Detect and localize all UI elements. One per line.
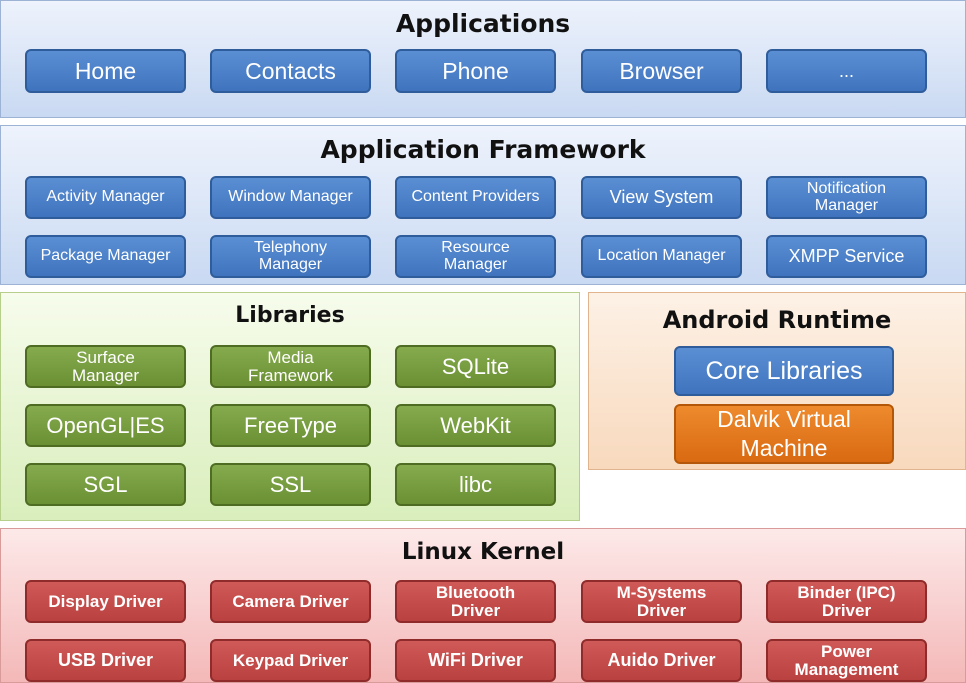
app-phone: Phone bbox=[395, 49, 556, 93]
applications-layer: Applications Home Contacts Phone Browser… bbox=[0, 0, 966, 118]
app-contacts: Contacts bbox=[210, 49, 371, 93]
drv-msystems: M-Systems Driver bbox=[581, 580, 742, 623]
fw-content-providers: Content Providers bbox=[395, 176, 556, 219]
libraries-title: Libraries bbox=[235, 303, 345, 328]
framework-layer: Application Framework Activity Manager W… bbox=[0, 125, 966, 285]
kernel-title: Linux Kernel bbox=[401, 539, 565, 565]
fw-location-manager: Location Manager bbox=[581, 235, 742, 278]
lib-webkit: WebKit bbox=[395, 404, 556, 447]
runtime-title: Android Runtime bbox=[662, 306, 892, 334]
lib-opengl-es: OpenGL|ES bbox=[25, 404, 186, 447]
lib-sgl: SGL bbox=[25, 463, 186, 506]
drv-power-management: Power Management bbox=[766, 639, 927, 682]
drv-usb: USB Driver bbox=[25, 639, 186, 682]
lib-sqlite: SQLite bbox=[395, 345, 556, 388]
lib-media-framework: Media Framework bbox=[210, 345, 371, 388]
app-browser: Browser bbox=[581, 49, 742, 93]
framework-title: Application Framework bbox=[320, 135, 646, 164]
drv-bluetooth: Bluetooth Driver bbox=[395, 580, 556, 623]
lib-ssl: SSL bbox=[210, 463, 371, 506]
fw-view-system: View System bbox=[581, 176, 742, 219]
fw-notification-manager: Notification Manager bbox=[766, 176, 927, 219]
fw-telephony-manager: Telephony Manager bbox=[210, 235, 371, 278]
runtime-core-libraries: Core Libraries bbox=[674, 346, 894, 396]
drv-audio: Auido Driver bbox=[581, 639, 742, 682]
drv-display: Display Driver bbox=[25, 580, 186, 623]
drv-keypad: Keypad Driver bbox=[210, 639, 371, 682]
applications-title: Applications bbox=[395, 9, 571, 38]
lib-surface-manager: Surface Manager bbox=[25, 345, 186, 388]
drv-binder-ipc: Binder (IPC) Driver bbox=[766, 580, 927, 623]
fw-package-manager: Package Manager bbox=[25, 235, 186, 278]
fw-xmpp-service: XMPP Service bbox=[766, 235, 927, 278]
drv-wifi: WiFi Driver bbox=[395, 639, 556, 682]
kernel-layer: Linux Kernel Display Driver Camera Drive… bbox=[0, 528, 966, 683]
drv-camera: Camera Driver bbox=[210, 580, 371, 623]
lib-libc: libc bbox=[395, 463, 556, 506]
runtime-layer: Android Runtime Core Libraries Dalvik Vi… bbox=[588, 292, 966, 470]
runtime-dalvik-vm: Dalvik Virtual Machine bbox=[674, 404, 894, 464]
app-more: ... bbox=[766, 49, 927, 93]
fw-activity-manager: Activity Manager bbox=[25, 176, 186, 219]
fw-window-manager: Window Manager bbox=[210, 176, 371, 219]
fw-resource-manager: Resource Manager bbox=[395, 235, 556, 278]
lib-freetype: FreeType bbox=[210, 404, 371, 447]
libraries-layer: Libraries Surface Manager Media Framewor… bbox=[0, 292, 580, 521]
app-home: Home bbox=[25, 49, 186, 93]
